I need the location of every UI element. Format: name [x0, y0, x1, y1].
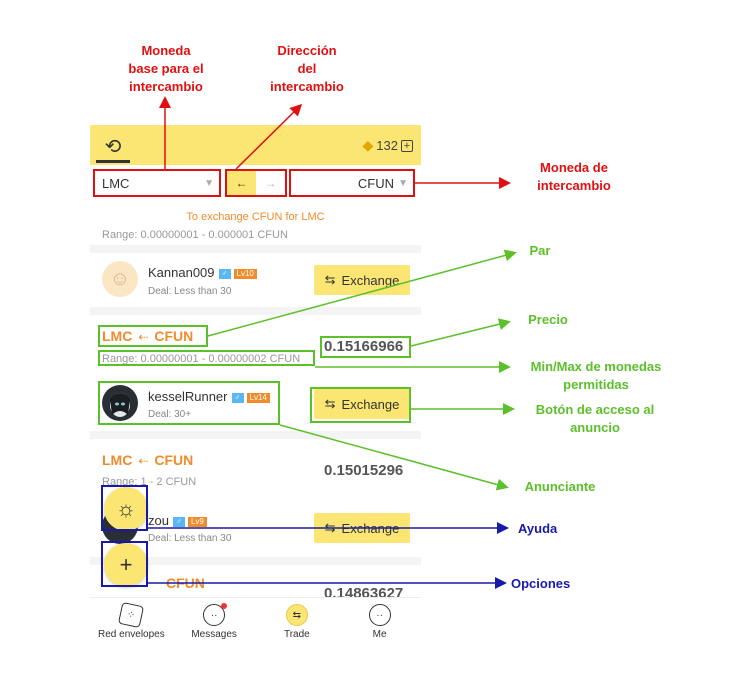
label-base-currency: Moneda base para el intercambio	[128, 43, 204, 94]
options-highlight	[101, 541, 148, 587]
level-badge: Lv14	[246, 392, 270, 403]
price-highlight	[320, 336, 411, 358]
range-text: Range: 0.00000001 - 0.00000002 CFUN	[102, 353, 301, 365]
tab-indicator	[96, 160, 130, 163]
plus-icon: +	[119, 552, 133, 577]
divider	[90, 245, 421, 253]
top-bar: ⟲ ◆ 132 +	[90, 125, 421, 165]
nav-label: Messages	[191, 629, 237, 640]
avatar[interactable]: ☺	[102, 261, 138, 297]
nav-red-envelopes[interactable]: ⁘ Red envelopes	[90, 598, 173, 645]
exchange-hint: To exchange CFUN for LMC	[186, 211, 325, 223]
help-button[interactable]: ☼	[104, 487, 148, 531]
divider	[90, 431, 421, 439]
advertiser-highlight	[98, 381, 280, 425]
direction-toggle[interactable]: ← →	[227, 171, 285, 195]
advertiser-name[interactable]: zou♂Lv9	[148, 513, 207, 528]
quote-currency-highlight	[289, 169, 415, 197]
trade-icon: ⇆	[285, 604, 308, 626]
male-icon: ♂	[231, 392, 244, 403]
male-icon: ♂	[172, 516, 185, 527]
exchange-button[interactable]: ⇆Exchange	[314, 513, 410, 543]
lightbulb-icon: ☼	[115, 496, 137, 521]
profile-icon: ··	[368, 604, 391, 626]
nav-trade[interactable]: ⇆ Trade	[256, 598, 339, 645]
pair-arrow-icon: ⇠	[138, 454, 149, 468]
diamond-icon: ◆	[362, 137, 374, 153]
dropdown-caret-icon: ▼	[204, 177, 214, 189]
pair-arrow-icon: ⇠	[138, 330, 149, 344]
label-pair: Par	[529, 243, 551, 258]
label-direction: Dirección del intercambio	[270, 43, 344, 94]
advertiser-name[interactable]: Kannan009♂Lv10	[148, 265, 257, 280]
button-highlight	[310, 387, 411, 423]
level-badge: Lv9	[187, 516, 207, 527]
base-currency-select[interactable]: LMC ▼	[96, 171, 218, 195]
options-button[interactable]: +	[104, 543, 148, 587]
quote-currency-value: CFUN	[357, 175, 394, 191]
base-currency-highlight	[93, 169, 221, 197]
direction-highlight	[225, 169, 287, 197]
male-icon: ♂	[218, 268, 231, 279]
trade-pair: LMC⇠CFUN	[102, 328, 194, 344]
dropdown-caret-icon: ▼	[398, 177, 408, 189]
deal-count: Deal: Less than 30	[148, 286, 232, 297]
nav-label: Me	[372, 629, 387, 640]
swap-icon: ⇆	[324, 396, 336, 411]
deal-count: Deal: 30+	[148, 409, 192, 420]
quote-currency-select[interactable]: CFUN ▼	[290, 171, 414, 195]
direction-right-button[interactable]: →	[256, 171, 285, 195]
swap-icon: ⇆	[324, 520, 336, 535]
bottom-nav: ⁘ Red envelopes ·· Messages ⇆ Trade ·· M…	[90, 597, 421, 645]
avatar[interactable]	[102, 385, 138, 421]
divider	[90, 557, 421, 565]
exchange-button[interactable]: ⇆Exchange	[314, 265, 410, 295]
exchange-button[interactable]: ⇆Exchange	[314, 389, 410, 419]
pair-highlight	[98, 325, 208, 347]
deal-count: Deal: Less than 30	[148, 533, 232, 544]
refresh-icon[interactable]: ⟲	[104, 135, 122, 158]
label-options: Opciones	[511, 576, 571, 591]
label-advertiser: Anunciante	[524, 479, 596, 494]
direction-left-button[interactable]: ←	[227, 171, 256, 195]
price: 0.15015296	[324, 462, 404, 479]
level-badge: Lv10	[233, 268, 257, 279]
range-text: Range: 0.00000001 - 0.000001 CFUN	[102, 229, 288, 241]
trade-pair: LMC⇠CFUN	[102, 452, 194, 468]
dice-icon: ⁘	[118, 601, 145, 629]
advertiser-name[interactable]: kesselRunner♂Lv14	[148, 389, 270, 404]
nav-me[interactable]: ·· Me	[338, 598, 421, 645]
label-price: Precio	[528, 312, 568, 327]
chat-bubble-icon: ··	[203, 603, 228, 626]
nav-label: Trade	[283, 629, 310, 640]
label-help: Ayuda	[518, 521, 558, 536]
nav-messages[interactable]: ·· Messages	[173, 598, 256, 645]
divider	[90, 307, 421, 315]
range-highlight	[98, 350, 315, 366]
currency-selector-row: LMC ▼ ← → CFUN ▼	[90, 167, 421, 199]
price: 0.15166966	[324, 338, 404, 355]
swap-icon: ⇆	[324, 272, 336, 287]
help-highlight	[101, 485, 148, 531]
nav-label: Red envelopes	[98, 629, 165, 640]
trade-pair: CFUN	[166, 575, 205, 591]
label-quote-currency: Moneda de intercambio	[537, 160, 611, 193]
base-currency-value: LMC	[102, 175, 130, 191]
diamond-count: 132	[376, 138, 398, 153]
label-min-max: Min/Max de monedas permitidas	[530, 359, 662, 392]
diamond-balance[interactable]: ◆ 132 +	[363, 137, 413, 154]
notification-dot	[221, 603, 228, 609]
add-diamonds-icon[interactable]: +	[401, 139, 413, 152]
label-access-button: Botón de acceso al anuncio	[535, 402, 655, 435]
